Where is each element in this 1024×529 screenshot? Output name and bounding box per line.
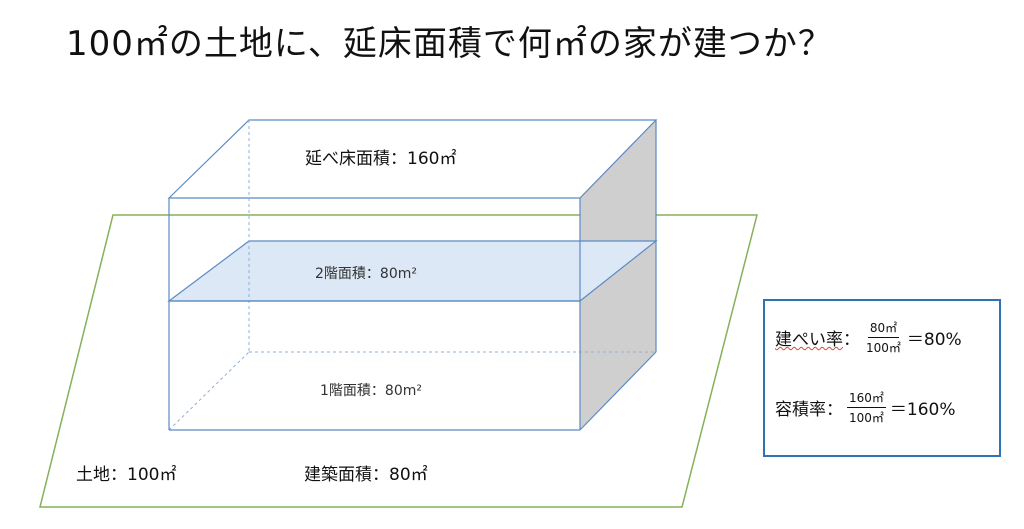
coverage-numerator: 80㎡	[867, 319, 900, 338]
land-area-label: 土地：100㎡	[76, 465, 177, 485]
coverage-ratio-label: 建ぺい率	[775, 330, 843, 350]
coverage-denominator: 100㎡	[866, 341, 901, 355]
box-edges	[168, 120, 657, 431]
coverage-ratio-row: 建ぺい率 ： 80㎡ 100㎡ ＝80%	[775, 319, 962, 356]
coverage-ratio-separator: ：	[843, 330, 860, 350]
floor-area-ratio-row: 容積率： 160㎡ 100㎡ ＝160%	[775, 389, 956, 426]
ratio-calculation-box: 建ぺい率 ： 80㎡ 100㎡ ＝80% 容積率： 160㎡ 100㎡ ＝160…	[763, 299, 1001, 457]
hidden-edges	[168, 120, 656, 431]
land-plot	[39, 214, 758, 508]
lower-side-face	[580, 241, 656, 430]
total-floor-area-label: 延べ床面積：160㎡	[305, 149, 457, 169]
coverage-ratio-fraction: 80㎡ 100㎡	[864, 319, 903, 356]
first-floor-area-label: 1階面積：80m²	[320, 383, 422, 399]
floor-area-ratio-result: ＝160%	[889, 400, 956, 420]
floor-area-ratio-fraction: 160㎡ 100㎡	[847, 389, 886, 426]
building-area-label: 建築面積：80㎡	[304, 465, 428, 485]
floor-ratio-denominator: 100㎡	[849, 411, 884, 425]
floor-area-ratio-label: 容積率：	[775, 400, 843, 420]
page-title: 100㎡の土地に、延床面積で何㎡の家が建つか？	[66, 24, 833, 64]
coverage-ratio-result: ＝80%	[906, 330, 962, 350]
second-floor-area-label: 2階面積：80m²	[315, 266, 417, 282]
floor-ratio-numerator: 160㎡	[847, 389, 886, 408]
